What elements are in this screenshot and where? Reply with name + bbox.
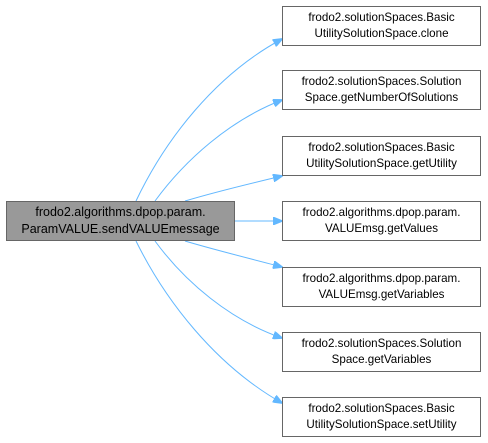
target-node-line-2: VALUEmsg.getValues	[325, 222, 438, 235]
edge-to-clone	[135, 39, 282, 202]
source-node-line-2: ParamVALUE.sendVALUEmessage	[21, 222, 220, 236]
target-node-line-1: frodo2.solutionSpaces.Solution	[301, 75, 462, 88]
target-node-line-1: frodo2.solutionSpaces.Basic	[308, 402, 455, 415]
target-node-line-1: frodo2.algorithms.dpop.param.	[302, 272, 461, 285]
source-node-line-1: frodo2.algorithms.dpop.param.	[35, 205, 206, 219]
target-node-line-1: frodo2.algorithms.dpop.param.	[302, 206, 461, 219]
target-node-solution-space-get-variables[interactable]: frodo2.solutionSpaces.Solution Space.get…	[282, 332, 481, 372]
target-node-line-2: UtilitySolutionSpace.setUtility	[306, 418, 457, 431]
target-node-line-2: UtilitySolutionSpace.clone	[314, 27, 449, 40]
target-node-line-2: VALUEmsg.getVariables	[318, 288, 445, 301]
target-node-valuemsg-get-variables[interactable]: frodo2.algorithms.dpop.param. VALUEmsg.g…	[282, 267, 481, 307]
source-node-send-value-message[interactable]: frodo2.algorithms.dpop.param. ParamVALUE…	[6, 201, 235, 241]
target-node-set-utility[interactable]: frodo2.solutionSpaces.Basic UtilitySolut…	[282, 397, 481, 437]
target-node-clone[interactable]: frodo2.solutionSpaces.Basic UtilitySolut…	[282, 6, 481, 46]
edge-to-get-number-of-solutions	[154, 100, 282, 202]
target-node-line-2: UtilitySolutionSpace.getUtility	[306, 157, 457, 170]
edge-to-valuemsg-get-variables	[184, 240, 282, 267]
edge-to-solution-space-get-variables	[154, 240, 282, 338]
target-node-line-2: Space.getNumberOfSolutions	[304, 91, 459, 104]
target-node-line-1: frodo2.solutionSpaces.Basic	[308, 11, 455, 24]
target-node-line-2: Space.getVariables	[331, 353, 432, 366]
target-node-get-utility[interactable]: frodo2.solutionSpaces.Basic UtilitySolut…	[282, 136, 481, 176]
target-node-line-1: frodo2.solutionSpaces.Solution	[301, 337, 462, 350]
edge-to-get-utility	[184, 176, 282, 202]
target-node-get-number-of-solutions[interactable]: frodo2.solutionSpaces.Solution Space.get…	[282, 70, 481, 110]
edge-to-set-utility	[135, 240, 282, 403]
target-node-get-values[interactable]: frodo2.algorithms.dpop.param. VALUEmsg.g…	[282, 201, 481, 241]
target-node-line-1: frodo2.solutionSpaces.Basic	[308, 141, 455, 154]
